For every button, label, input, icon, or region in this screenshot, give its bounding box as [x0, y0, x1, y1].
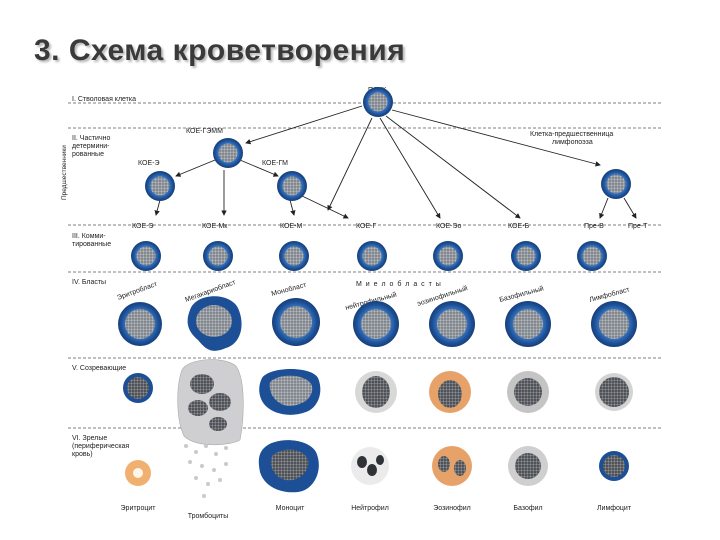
promonocyte	[259, 369, 321, 415]
blast-cells	[118, 296, 637, 351]
row-label-1: I. Стволовая клетка	[72, 96, 136, 103]
maturing-erythroid	[123, 373, 153, 403]
maturing-cells	[123, 359, 633, 446]
l3-cell-5	[433, 241, 463, 271]
blast-label-3: Монобласт	[270, 281, 308, 298]
koe-gm-label: КОЕ-ГМ	[262, 160, 288, 167]
mature-label-3: Моноцит	[276, 505, 305, 512]
mature-cells	[125, 440, 629, 498]
koe-e-bfu-label: КОЕ-Э	[138, 160, 159, 167]
l3-label-4: КОЕ-Г	[356, 223, 376, 230]
blast-label-1: Эритробласт	[116, 280, 159, 302]
mature-labels: Эритроцит Тромбоциты Моноцит Нейтрофил Э…	[121, 504, 632, 520]
koe-gemm-cell	[213, 138, 243, 168]
l3-label-5: КОЕ-Эо	[436, 223, 461, 230]
eosinophil-cell	[432, 446, 472, 486]
lymph-precursor-cell	[601, 169, 631, 199]
row-labels: I. Стволовая клетка II. Частично детерми…	[72, 96, 136, 458]
l3-cell-7	[577, 241, 607, 271]
megakaryocyte	[177, 359, 244, 446]
l3-label-6: КОЕ-Б	[508, 223, 529, 230]
l3-label-1: КОЕ-Э	[132, 223, 153, 230]
koe-gm-cell	[277, 171, 307, 201]
monocyte-cell	[258, 440, 319, 493]
page-title: 3. Схема кроветворения	[34, 34, 406, 67]
koe-gemm-label: КОЕ-ГЭММ	[186, 128, 223, 135]
blasts-header: М и е л о б л а с т ы	[356, 280, 442, 288]
basophil-cell	[508, 446, 548, 486]
mature-label-5: Эозинофил	[433, 505, 470, 512]
row-label-2: II. Частично детермини- рованные	[72, 135, 112, 158]
lymphocyte-cell	[599, 451, 629, 481]
l3-cell-4	[357, 241, 387, 271]
maturing-eosinophil	[429, 371, 471, 413]
platelets	[184, 444, 228, 498]
erythroblast	[118, 302, 162, 346]
mature-label-1: Эритроцит	[121, 505, 157, 512]
lymph-precursor-label: Клетка-предшественница лимфопоэза	[530, 131, 615, 146]
mature-label-2: Тромбоциты	[188, 512, 228, 520]
l3-label-2: КОЕ-Мк	[202, 223, 228, 230]
l3-cell-1	[131, 241, 161, 271]
monoblast	[272, 298, 320, 346]
row-label-4: IV. Бласты	[72, 279, 106, 286]
row-label-5: V. Созревающие	[72, 365, 126, 372]
koe-e-bfu-cell	[145, 171, 175, 201]
neutrophil-cell	[351, 447, 389, 485]
level3-cells	[131, 241, 607, 271]
l3-cell-2	[203, 241, 233, 271]
mature-label-7: Лимфоцит	[597, 505, 632, 512]
maturing-neutrophil	[355, 371, 397, 413]
blast-label-6: Базофильный	[498, 284, 544, 304]
lymphoblast	[591, 301, 637, 347]
row-label-3: III. Комми- тированные	[72, 233, 111, 248]
row-label-6: VI. Зрелые (периферическая кровь)	[72, 435, 131, 458]
blast-label-7: Лимфобласт	[588, 285, 631, 304]
basophilic-myeloblast	[505, 301, 551, 347]
level3-labels: КОЕ-Э КОЕ-Мк КОЕ-М КОЕ-Г КОЕ-Эо КОЕ-Б Пр…	[132, 223, 648, 230]
eosinophilic-myeloblast	[429, 301, 475, 347]
lineage-arrows	[154, 105, 637, 219]
stem-cell	[363, 87, 393, 117]
mature-label-4: Нейтрофил	[351, 504, 389, 512]
maturing-lymphocyte	[595, 373, 633, 411]
mature-label-6: Базофил	[513, 505, 542, 512]
neutrophilic-myeloblast	[353, 301, 399, 347]
erythrocyte-cell	[125, 460, 151, 486]
megakaryoblast	[187, 296, 242, 351]
side-label: Предшественники	[61, 145, 68, 200]
maturing-basophil	[507, 371, 549, 413]
l3-cell-3	[279, 241, 309, 271]
l3-label-8: Пре-Т	[628, 223, 648, 230]
l3-label-3: КОЕ-М	[280, 223, 302, 230]
l3-cell-6	[511, 241, 541, 271]
l3-label-7: Пре-В	[584, 223, 604, 230]
